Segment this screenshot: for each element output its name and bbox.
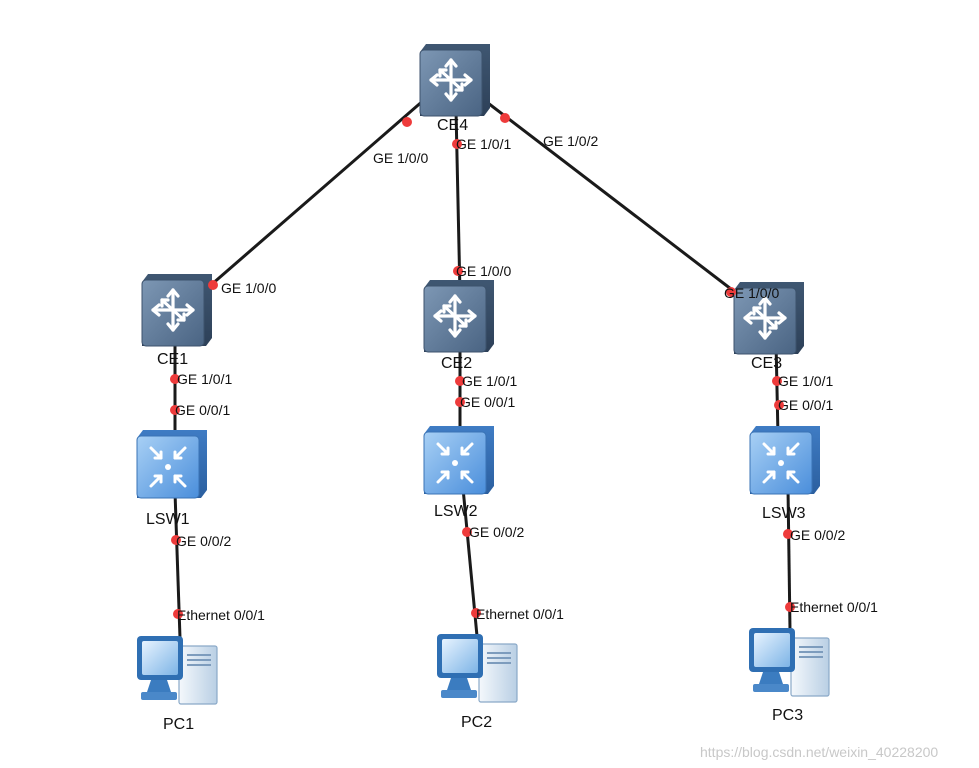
switch-lsw1[interactable] [135,428,209,500]
device-label-lsw1: LSW1 [146,511,190,528]
port-dot [772,376,782,386]
port-dot [452,139,462,149]
pc-pc1[interactable] [136,635,218,705]
switch-lsw2[interactable] [422,424,496,496]
port-label-ce3-ge100: GE 1/0/0 [724,285,779,301]
router-ce4[interactable] [418,42,492,118]
port-label-ce4-ge101: GE 1/0/1 [456,136,511,152]
port-dot [170,374,180,384]
port-label-ce1-ge100: GE 1/0/0 [221,280,276,296]
device-label-ce1: CE1 [157,351,188,368]
router-icon [418,42,492,118]
pc-pc3[interactable] [748,627,830,697]
port-dot [783,529,793,539]
port-dot [453,266,463,276]
port-label-ce2-ge100: GE 1/0/0 [456,263,511,279]
port-dot [402,117,412,127]
router-icon [422,278,496,354]
pc-pc2[interactable] [436,633,518,703]
port-dot [726,287,736,297]
router-icon [140,272,214,348]
link-ce4-ce1 [195,91,433,300]
switch-icon [135,428,209,500]
port-label-lsw3-ge001: GE 0/0/1 [778,397,833,413]
pc-icon [136,635,218,705]
port-dot [455,397,465,407]
port-dot [455,376,465,386]
port-label-ce2-ge101: GE 1/0/1 [462,373,517,389]
pc-icon [436,633,518,703]
link-ce3-lsw3 [774,341,780,437]
port-dot [500,113,510,123]
port-label-ce3-ge101: GE 1/0/1 [778,373,833,389]
port-label-lsw1-ge001: GE 0/0/1 [175,402,230,418]
port-label-pc2-eth001: Ethernet 0/0/1 [476,606,564,622]
port-label-ce4-ge102: GE 1/0/2 [543,133,598,149]
pc-icon [748,627,830,697]
port-dot [170,405,180,415]
port-dot [208,280,218,290]
router-ce1[interactable] [140,272,214,348]
device-label-ce2: CE2 [441,355,472,372]
device-label-pc1: PC1 [163,716,194,733]
device-label-ce4: CE4 [437,117,468,134]
port-dot [774,400,784,410]
port-label-lsw2-ge002: GE 0/0/2 [469,524,524,540]
switch-icon [748,424,822,496]
port-label-lsw3-ge002: GE 0/0/2 [790,527,845,543]
port-label-ce1-ge101: GE 1/0/1 [177,371,232,387]
device-label-pc3: PC3 [772,707,803,724]
device-label-ce3: CE3 [751,355,782,372]
port-dot [471,608,481,618]
port-label-pc1-eth001: Ethernet 0/0/1 [177,607,265,623]
port-dot [171,535,181,545]
router-ce2[interactable] [422,278,496,354]
switch-lsw3[interactable] [748,424,822,496]
watermark: https://blog.csdn.net/weixin_40228200 [700,744,938,760]
port-label-ce4-ge100: GE 1/0/0 [373,150,428,166]
port-dot [785,602,795,612]
device-label-pc2: PC2 [461,714,492,731]
link-ce4-ce3 [483,98,749,304]
port-label-pc3-eth001: Ethernet 0/0/1 [790,599,878,615]
device-label-lsw3: LSW3 [762,505,806,522]
port-label-lsw2-ge001: GE 0/0/1 [460,394,515,410]
device-label-lsw2: LSW2 [434,503,478,520]
port-dot [173,609,183,619]
port-dot [462,527,472,537]
port-label-lsw1-ge002: GE 0/0/2 [176,533,231,549]
switch-icon [422,424,496,496]
